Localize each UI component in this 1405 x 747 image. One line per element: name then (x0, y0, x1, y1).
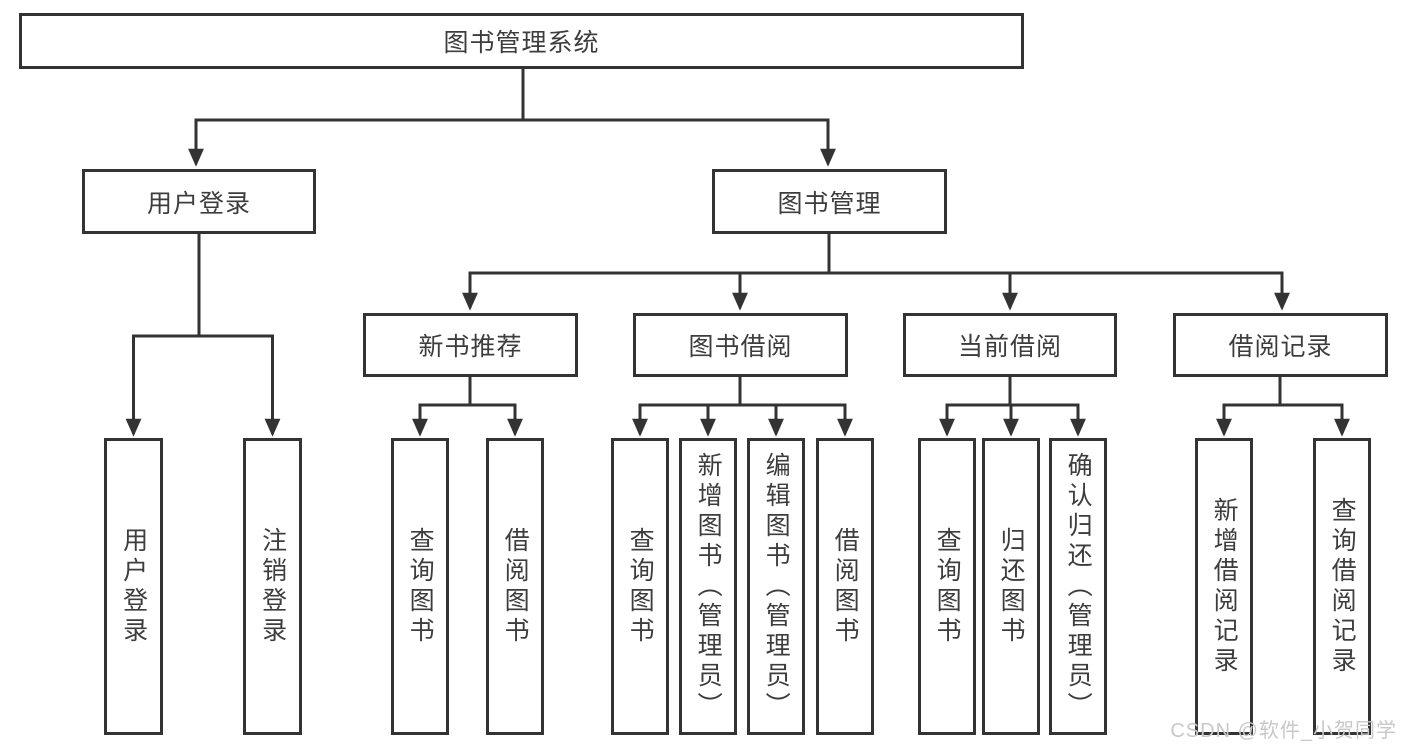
leaf-add-borrow-record: 新增借阅记录 (1195, 438, 1253, 735)
node-current-borrow: 当前借阅 (903, 313, 1117, 377)
leaf-query-borrow-record: 查询借阅记录 (1313, 438, 1371, 735)
leaf-add-book-admin: 新增图书（管理员） (679, 438, 737, 735)
leaf-query-books-borrow: 查询图书 (611, 438, 669, 735)
leaf-query-books-current: 查询图书 (918, 438, 976, 735)
leaf-confirm-return-admin: 确认归还（管理员） (1049, 438, 1107, 735)
leaf-edit-book-admin: 编辑图书（管理员） (747, 438, 805, 735)
node-book-borrow: 图书借阅 (633, 313, 848, 377)
node-user-login: 用户登录 (82, 169, 316, 234)
node-root: 图书管理系统 (19, 13, 1024, 69)
leaf-borrow-books-borrow: 借阅图书 (816, 438, 874, 735)
leaf-return-book: 归还图书 (982, 438, 1040, 735)
leaf-query-books-recommend: 查询图书 (391, 438, 449, 735)
leaf-logout: 注销登录 (243, 438, 302, 735)
node-book-management: 图书管理 (712, 169, 947, 234)
node-borrow-records: 借阅记录 (1173, 313, 1388, 377)
leaf-user-login: 用户登录 (104, 438, 163, 735)
node-new-book-recommend: 新书推荐 (363, 313, 578, 377)
leaf-borrow-books-recommend: 借阅图书 (486, 438, 544, 735)
watermark: CSDN @软件_小贺同学 (1170, 720, 1397, 742)
